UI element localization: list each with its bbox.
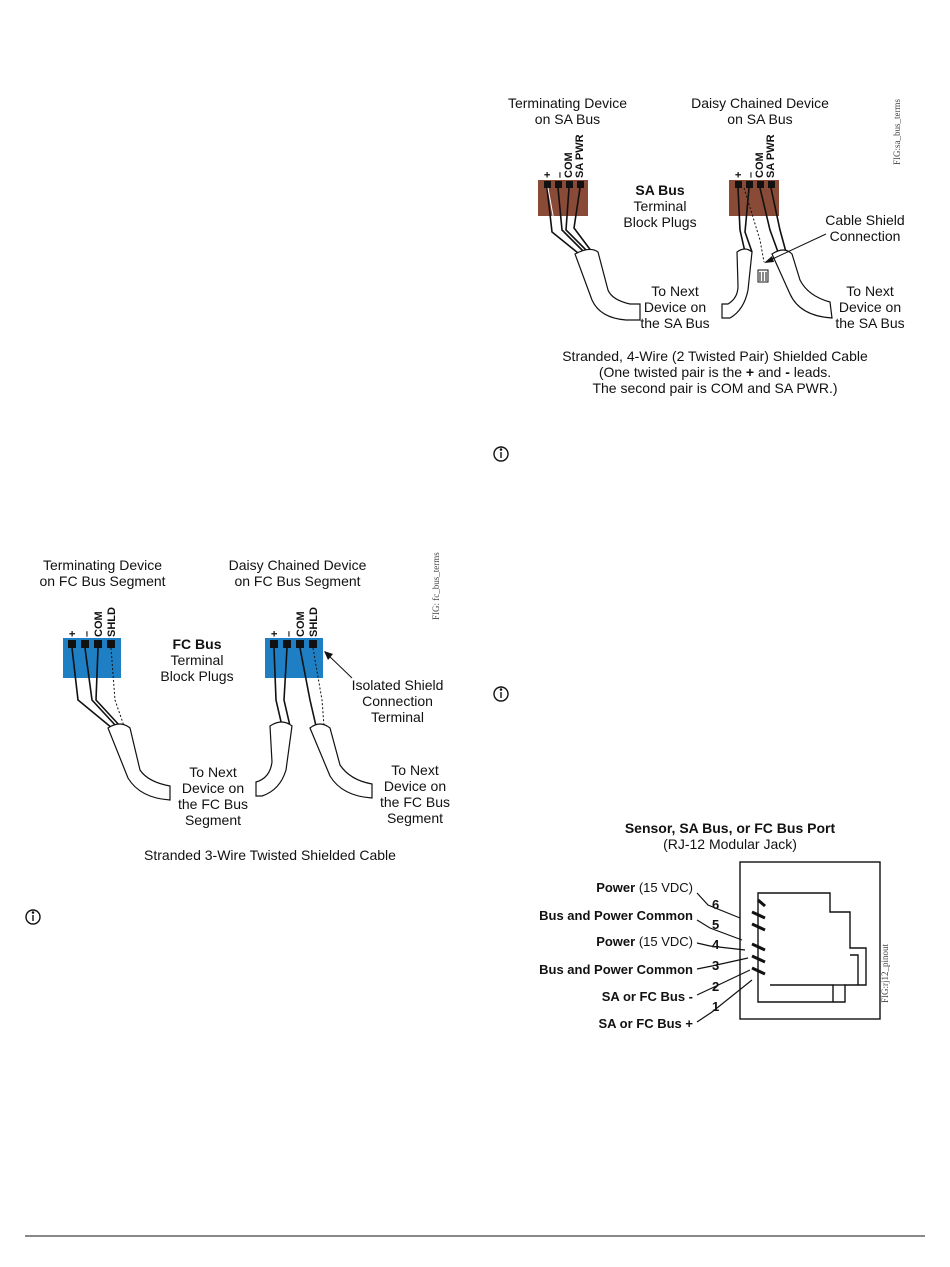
sa-right-wires (737, 187, 787, 263)
pin-6-label: Power (15 VDC) (596, 880, 693, 895)
sa-caption: Stranded, 4-Wire (2 Twisted Pair) Shield… (562, 348, 868, 396)
fc-next-left: To Next Device on the FC Bus Segment (177, 764, 249, 828)
sa-next-right: To Next Device on the SA Bus (835, 283, 905, 331)
pin-4-number: 4 (712, 937, 720, 952)
pin-1-label: SA or FC Bus + (598, 1016, 693, 1031)
info-icon (493, 686, 509, 702)
sa-terminal-screws (544, 181, 775, 188)
sa-shield-label: Cable Shield Connection (825, 212, 905, 244)
info-icon (493, 446, 509, 462)
sa-daisy-label: Daisy Chained Device on SA Bus (691, 95, 829, 127)
fc-center-label: FC Bus Terminal Block Plugs (160, 636, 234, 684)
rj12-contacts (751, 898, 766, 976)
sa-ground-icon (757, 269, 769, 283)
pin-6-number: 6 (712, 897, 720, 912)
fc-terminal-screws (68, 640, 317, 648)
sa-terminating-label: Terminating Device on SA Bus (507, 95, 628, 127)
sa-center-label: SA Bus Terminal Block Plugs (623, 182, 697, 230)
fc-right-cable-down (255, 721, 293, 797)
pin-4-label: Power (15 VDC) (596, 934, 693, 949)
fc-left-wires (71, 647, 125, 729)
info-icon (25, 909, 41, 925)
fc-daisy-label: Daisy Chained Device on FC Bus Segment (228, 557, 367, 589)
pin-2-label: SA or FC Bus - (601, 989, 693, 1004)
pin-1-number: 1 (712, 999, 720, 1014)
rj12-jack (739, 861, 881, 1020)
fc-shield-label: Isolated Shield Connection Terminal (351, 677, 444, 725)
sa-right-cable-down (721, 248, 753, 319)
fc-right-cable-next (309, 723, 373, 799)
fc-next-right: To Next Device on the FC Bus Segment (379, 762, 451, 826)
rj12-subtitle: (RJ-12 Modular Jack) (663, 836, 797, 852)
pin-5-label: Bus and Power Common (539, 908, 693, 923)
rj12-pin-leaders (696, 892, 753, 1023)
pin-5-number: 5 (712, 917, 720, 932)
fc-right-wires (273, 647, 325, 727)
sa-shield-pointer (765, 233, 827, 263)
sa-left-wires (546, 187, 593, 254)
fc-left-cable (107, 723, 171, 801)
sa-next-left: To Next Device on the SA Bus (640, 283, 710, 331)
fc-caption: Stranded 3-Wire Twisted Shielded Cable (144, 847, 396, 863)
pin-3-label: Bus and Power Common (539, 962, 693, 977)
fc-terminating-label: Terminating Device on FC Bus Segment (39, 557, 166, 589)
sa-right-cable-next (771, 249, 833, 319)
rj12-title: Sensor, SA Bus, or FC Bus Port (624, 820, 836, 836)
sa-left-cable (574, 248, 641, 321)
